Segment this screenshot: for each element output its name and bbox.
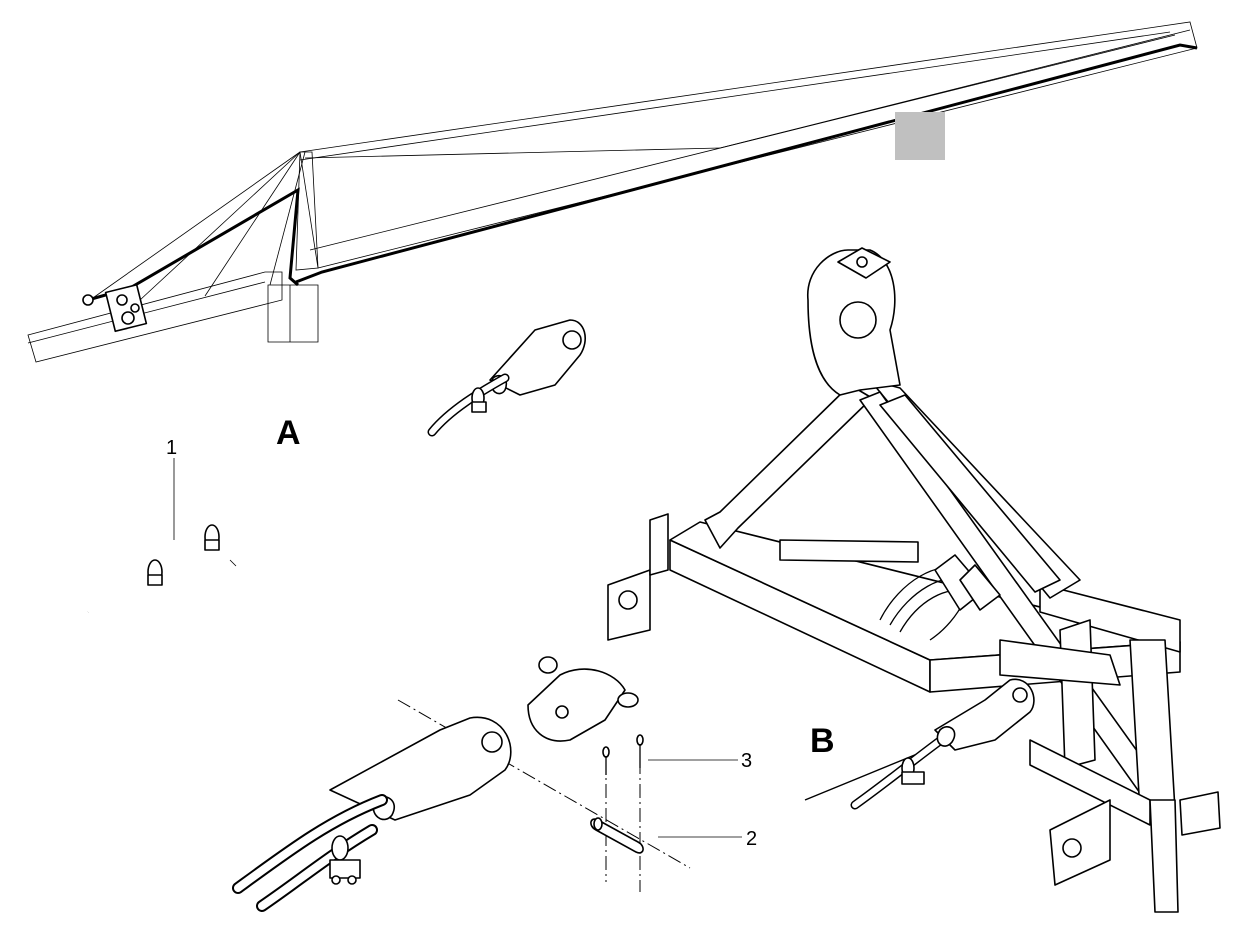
exploded-hose-1-fill — [234, 796, 386, 892]
latch-right — [959, 564, 1001, 611]
hose-clamp — [471, 387, 487, 413]
bottom-plate-hole — [1062, 838, 1082, 858]
a-frame-left-arm — [704, 384, 873, 549]
cable-clamp-2 — [204, 524, 220, 551]
mid-upright — [1059, 619, 1096, 769]
hitch-frame: B — [607, 247, 1221, 913]
beam-end-cap — [1179, 791, 1221, 836]
clevis-pin — [590, 817, 644, 854]
exploded-hose-clamp — [329, 835, 361, 885]
cable-clamp-1 — [147, 559, 163, 586]
base-beam-edge — [27, 281, 266, 344]
top-mast-hole — [839, 301, 877, 339]
rear-beam — [1039, 583, 1181, 653]
b-rod-end — [934, 678, 1035, 751]
swivel-clevis — [527, 656, 639, 742]
winch-cable — [87, 187, 300, 302]
placeholder-box — [895, 112, 945, 160]
left-link-hole — [618, 590, 638, 610]
boom-cable — [295, 43, 1198, 284]
callout-1-label: 1 — [166, 437, 177, 459]
boom-frame — [299, 21, 1198, 269]
lower-cross-tube — [1029, 739, 1151, 826]
mast-stay-left-2 — [139, 151, 301, 301]
hydraulic-cylinder — [879, 394, 1061, 593]
callout-2-label: 2 — [746, 828, 757, 850]
left-link-back-plate — [649, 513, 669, 576]
boom-brace — [304, 147, 721, 159]
boom-lower-rail — [309, 34, 1176, 251]
post — [267, 284, 319, 343]
cotter-pin-1 — [602, 746, 610, 775]
middle-strut — [779, 539, 919, 563]
boom-upper-rail — [299, 31, 1171, 161]
cable-assembly: 1 A — [87, 319, 586, 614]
callout-3-label: 3 — [741, 750, 752, 772]
winch — [82, 283, 148, 333]
hose-fill — [429, 375, 508, 435]
b-hose-clamp — [901, 757, 925, 785]
mast-stay-mid — [204, 151, 301, 297]
mast-stay-inner — [269, 151, 306, 286]
cotter-pin-2 — [636, 734, 644, 768]
bottom-plate-right — [1149, 799, 1179, 913]
view-a-label: A — [276, 414, 301, 452]
top-mast-bolt — [856, 256, 868, 268]
exploded-hose-2-fill — [258, 826, 376, 910]
view-b-label: B — [810, 722, 835, 760]
rod-end-fitting — [489, 319, 586, 396]
exploded-detail: 3 2 — [232, 656, 757, 912]
mast-stay-left — [89, 151, 301, 301]
lower-right-arm — [999, 639, 1121, 686]
base-beam — [27, 271, 283, 363]
boom-assembly — [27, 21, 1198, 363]
clamp-mark — [229, 559, 237, 567]
mast — [295, 151, 319, 271]
